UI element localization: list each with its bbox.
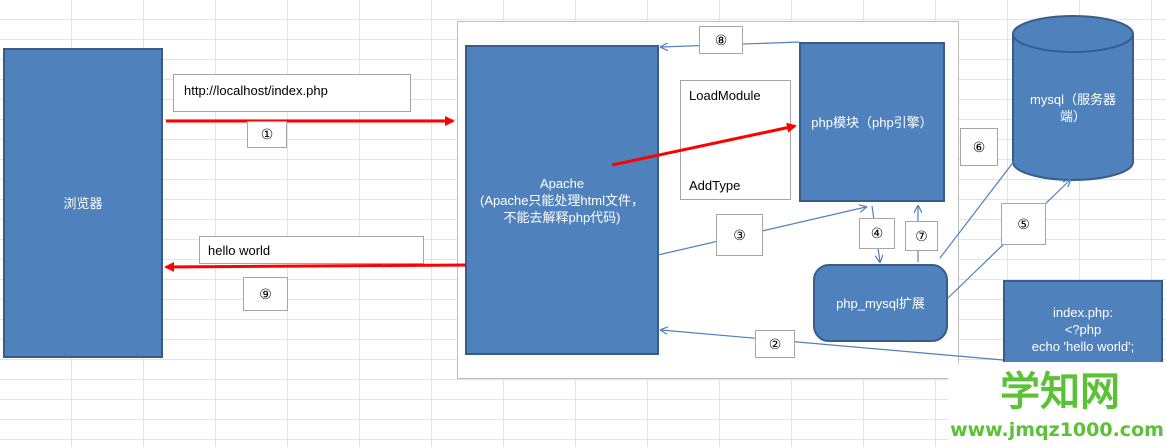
apache-note-line1: (Apache只能处理html文件， [480, 192, 644, 208]
php-mysql-label: php_mysql扩展 [836, 295, 925, 311]
index-php-line2: <?php [1064, 322, 1102, 337]
apache-note-line2: 不能去解释php代码) [503, 209, 621, 225]
php-module-node: php模块（php引擎） [799, 42, 945, 202]
watermark-backdrop [948, 362, 1166, 447]
request-url-text: http://localhost/index.php [184, 83, 328, 98]
browser-node: 浏览器 [3, 48, 163, 358]
step-2-marker: ② [755, 330, 795, 358]
config-box: LoadModule AddType [680, 80, 791, 200]
loadmodule-label: LoadModule [689, 88, 761, 103]
step-6-marker: ⑥ [960, 128, 998, 166]
addtype-label: AddType [689, 178, 741, 193]
php-module-label: php模块（php引擎） [811, 114, 933, 130]
mysql-label: mysql（服务器 端） [1013, 91, 1133, 125]
step-3-marker: ③ [716, 214, 763, 256]
index-php-line1: index.php: [1053, 305, 1113, 320]
response-text: hello world [208, 243, 271, 258]
browser-label: 浏览器 [63, 195, 103, 211]
step-8-marker: ⑧ [699, 26, 743, 54]
watermark-url: www.jmqz1000.com [950, 419, 1164, 441]
step-5-marker: ⑤ [1001, 203, 1046, 245]
step-9-marker: ⑨ [243, 277, 288, 311]
mysql-label-line2: 端） [1059, 109, 1086, 124]
mysql-label-line1: mysql（服务器 [1030, 92, 1116, 107]
apache-node: Apache (Apache只能处理html文件， 不能去解释php代码) [465, 45, 659, 355]
apache-title: Apache [539, 175, 585, 191]
step-7-marker: ⑦ [905, 221, 938, 251]
request-url-label: http://localhost/index.php [173, 74, 411, 112]
watermark-title: 学知网 [1000, 369, 1120, 415]
step-4-marker: ④ [859, 218, 895, 249]
step-1-marker: ① [247, 121, 287, 148]
response-label: hello world [199, 236, 424, 264]
index-php-line3: echo 'hello world'; [1031, 339, 1135, 354]
php-mysql-node: php_mysql扩展 [813, 264, 948, 342]
